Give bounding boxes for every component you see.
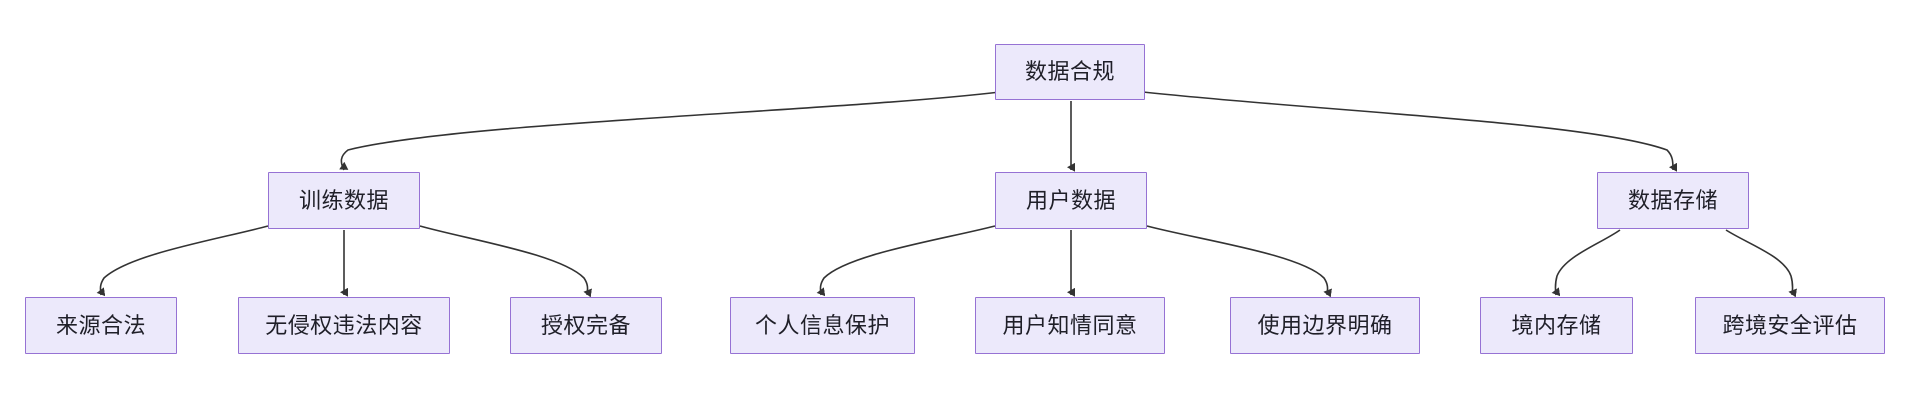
edge-train-to-l1: [96, 225, 269, 297]
node-label-l6: 使用边界明确: [1257, 312, 1393, 338]
node-l7[interactable]: 境内存储: [1480, 297, 1633, 354]
node-l6[interactable]: 使用边界明确: [1230, 297, 1420, 354]
node-l4[interactable]: 个人信息保护: [730, 297, 915, 354]
node-label-train: 训练数据: [298, 187, 389, 213]
node-l8[interactable]: 跨境安全评估: [1695, 297, 1885, 354]
node-user[interactable]: 用户数据: [995, 172, 1147, 229]
edge-user-to-l6: [1146, 225, 1332, 298]
edge-root-to-train: [339, 91, 1001, 171]
node-root[interactable]: 数据合规: [995, 44, 1145, 100]
node-label-l4: 个人信息保护: [754, 312, 890, 338]
node-label-root: 数据合规: [1024, 59, 1115, 84]
node-label-l3: 授权完备: [540, 312, 631, 338]
node-label-l2: 无侵权违法内容: [265, 312, 423, 338]
node-store[interactable]: 数据存储: [1597, 172, 1749, 229]
node-l1[interactable]: 来源合法: [25, 297, 177, 354]
edge-store-to-l7: [1551, 229, 1621, 297]
edge-root-to-store: [1142, 91, 1678, 172]
node-l2[interactable]: 无侵权违法内容: [238, 297, 450, 354]
edge-train-to-l3: [419, 225, 592, 298]
node-label-l7: 境内存储: [1511, 312, 1602, 338]
node-train[interactable]: 训练数据: [268, 172, 420, 229]
node-label-l5: 用户知情同意: [1002, 312, 1138, 338]
edge-store-to-l8: [1725, 229, 1797, 298]
node-l5[interactable]: 用户知情同意: [975, 297, 1165, 354]
edge-user-to-l4: [816, 225, 996, 297]
node-label-l8: 跨境安全评估: [1722, 312, 1858, 338]
node-label-user: 用户数据: [1025, 187, 1116, 213]
node-l3[interactable]: 授权完备: [510, 297, 662, 354]
node-label-store: 数据存储: [1627, 187, 1718, 213]
node-label-l1: 来源合法: [55, 312, 146, 338]
